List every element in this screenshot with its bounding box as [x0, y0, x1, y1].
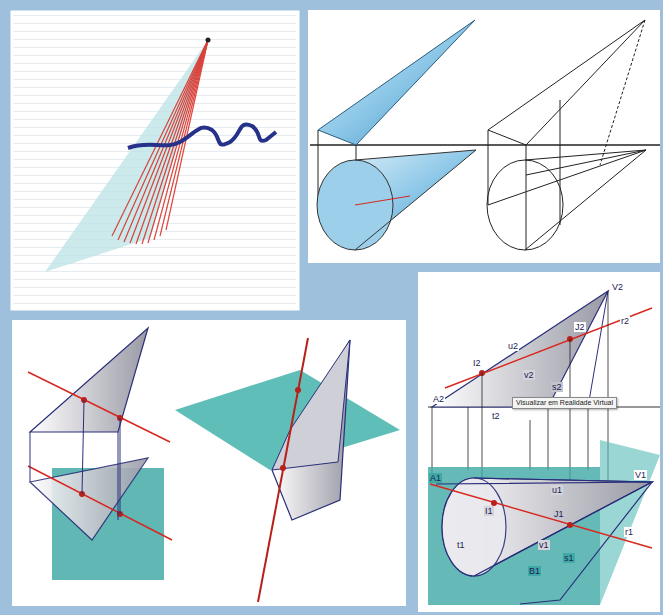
point-label: v1 [538, 540, 550, 550]
point-label: u2 [507, 341, 519, 351]
point-label: t1 [456, 540, 466, 550]
point-label: V1 [634, 470, 647, 480]
point-label: J1 [553, 509, 565, 519]
point-label: I1 [484, 506, 494, 516]
point-label: B1 [528, 566, 541, 576]
point-label: A2 [432, 394, 445, 404]
point-label: t2 [491, 411, 501, 421]
point-label: s2 [551, 382, 563, 392]
point-label: u1 [551, 485, 563, 495]
point-label: I2 [472, 358, 482, 368]
point-label: r1 [624, 527, 634, 537]
point-label: r2 [620, 316, 630, 326]
point-label: J2 [574, 322, 586, 332]
point-label: A1 [429, 473, 442, 483]
point-label: V2 [611, 282, 624, 292]
point-label: v2 [523, 370, 535, 380]
point-label: s1 [563, 553, 575, 563]
tooltip-text: Visualizar em Realidade Virtual [513, 398, 616, 408]
tooltip-box: Visualizar em Realidade Virtual [512, 397, 617, 409]
